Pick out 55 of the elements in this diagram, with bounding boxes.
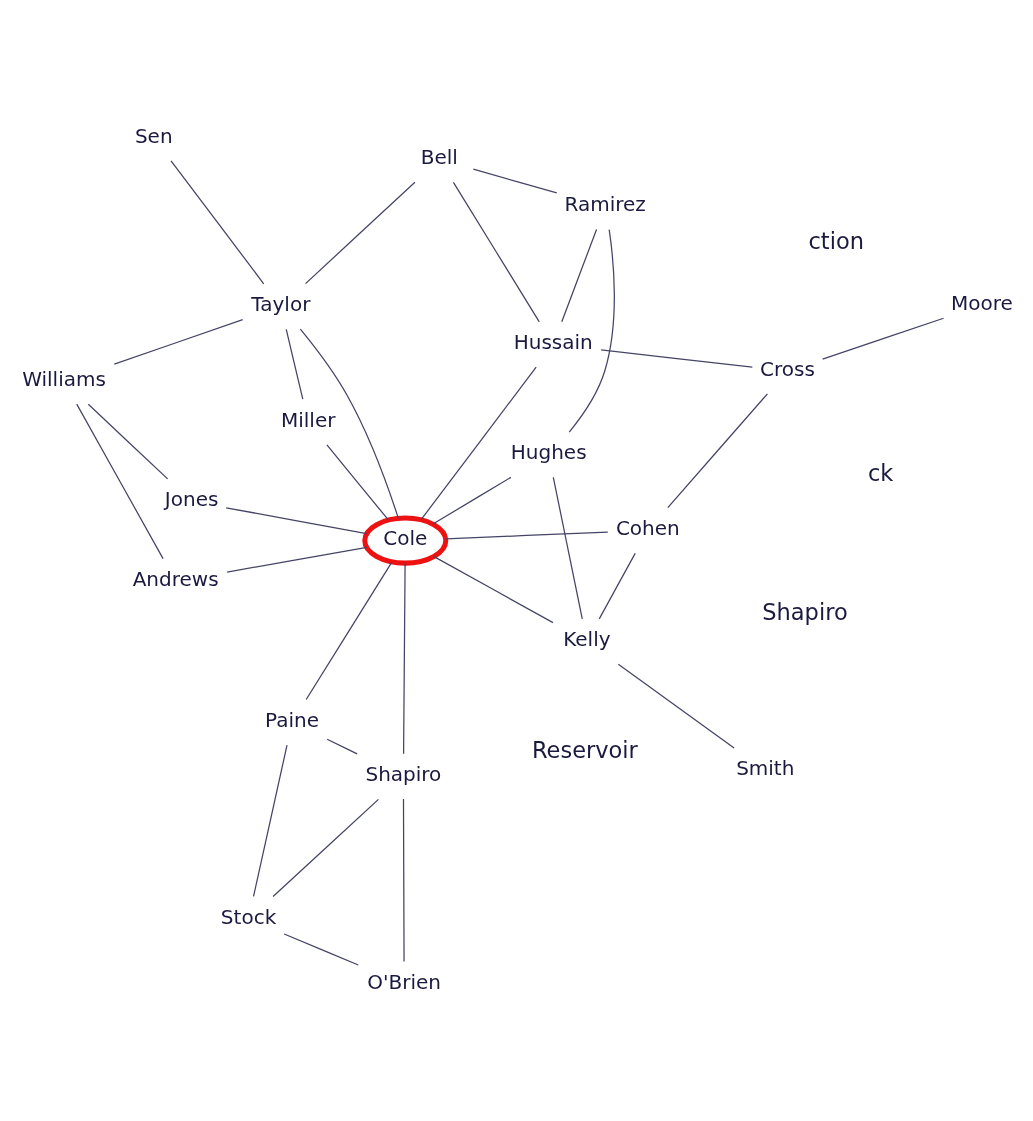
node-text: Smith xyxy=(735,755,794,780)
node-text: Williams xyxy=(21,366,106,391)
connector xyxy=(326,738,358,754)
connector xyxy=(285,328,303,400)
connector xyxy=(452,181,540,322)
connector xyxy=(225,506,367,534)
connector xyxy=(420,366,537,520)
connector xyxy=(169,159,264,284)
node-ellipse: Cole xyxy=(361,515,448,566)
connector xyxy=(113,318,243,365)
connector xyxy=(560,228,597,322)
label: Shapiro xyxy=(761,598,848,625)
connector xyxy=(552,476,583,620)
node-text: Jones xyxy=(164,486,218,511)
connector xyxy=(402,797,405,962)
node-text: Hussain xyxy=(513,329,593,354)
node-text: Ramirez xyxy=(563,191,646,216)
connector xyxy=(304,181,416,284)
node-text: Stock xyxy=(220,904,276,929)
connector xyxy=(299,328,399,519)
connector xyxy=(821,317,944,360)
connector xyxy=(598,552,636,619)
connector xyxy=(666,392,768,508)
node-text: Shapiro xyxy=(364,761,441,786)
node-text: Sen xyxy=(134,123,173,148)
connector xyxy=(472,168,557,193)
label: ction xyxy=(808,227,864,254)
connector xyxy=(600,348,753,368)
node-text: Bell xyxy=(420,144,458,169)
node-text: Kelly xyxy=(562,626,611,651)
connector xyxy=(444,530,608,540)
connector xyxy=(283,932,359,966)
connector xyxy=(87,403,168,479)
connector xyxy=(305,561,392,700)
node-text: Paine xyxy=(264,707,319,732)
connector xyxy=(617,663,735,749)
connector xyxy=(402,562,406,754)
node-text: Miller xyxy=(280,407,335,432)
connector xyxy=(75,403,164,559)
label: Reservoir xyxy=(531,736,638,763)
connector xyxy=(226,546,367,573)
node-text: O'Brien xyxy=(366,969,441,994)
connector xyxy=(431,476,511,525)
node-text: Cohen xyxy=(615,515,680,540)
connector xyxy=(325,443,389,521)
node-text: Taylor xyxy=(250,291,310,316)
connector xyxy=(271,798,379,897)
connector xyxy=(432,555,554,623)
label: ck xyxy=(867,459,893,486)
connector xyxy=(568,228,615,433)
node-text: Cross xyxy=(759,356,815,381)
node-text: Moore xyxy=(950,290,1013,315)
connector xyxy=(252,743,288,897)
node-text: Hughes xyxy=(510,439,587,464)
node-text: Andrews xyxy=(132,566,219,591)
